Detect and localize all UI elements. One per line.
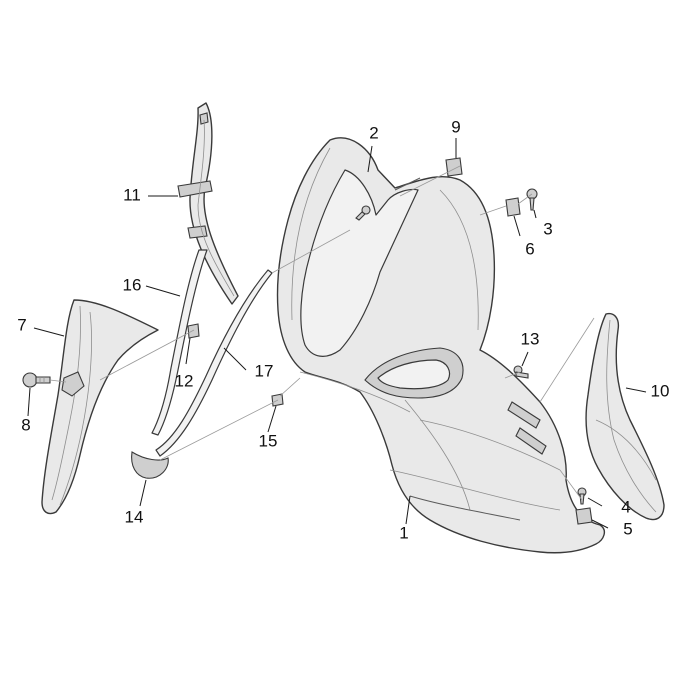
callout-5: 5	[623, 519, 632, 538]
part-16-thin-strip	[151, 249, 208, 436]
callout-2: 2	[369, 123, 378, 142]
part-8-screw	[22, 372, 51, 388]
part-9-clip	[445, 157, 463, 177]
callout-10: 10	[651, 381, 670, 400]
callout-6: 6	[525, 239, 534, 258]
callout-3: 3	[543, 219, 552, 238]
part-17-long-trim	[155, 269, 273, 457]
part-1-front-shield	[276, 137, 606, 554]
callout-11: 11	[123, 185, 141, 204]
part-7-left-panel	[41, 299, 159, 515]
callout-7: 7	[17, 315, 26, 334]
leader-lines	[27, 138, 647, 529]
part-11-trim-strip	[177, 102, 239, 305]
callout-14: 14	[125, 507, 144, 526]
part-6-nut	[505, 197, 521, 217]
callout-labels: 1 2 3 4 5 6 7 8 9 10 11 12 13 14 15 16 1…	[17, 117, 669, 542]
callout-15: 15	[259, 431, 278, 450]
part-12-clip	[187, 323, 200, 339]
callout-12: 12	[175, 371, 194, 390]
assembly-guides	[49, 165, 595, 501]
callout-16: 16	[123, 275, 142, 294]
part-3-bolt	[526, 188, 538, 211]
part-2-screw	[355, 205, 371, 221]
callout-9: 9	[451, 117, 460, 136]
part-4-screw	[577, 487, 587, 505]
callout-4: 4	[621, 497, 630, 516]
callout-17: 17	[255, 361, 274, 380]
part-14-bumper-piece	[131, 451, 169, 479]
callout-1: 1	[399, 523, 408, 542]
callout-13: 13	[521, 329, 540, 348]
part-10-right-panel	[585, 312, 665, 521]
part-13-screw	[513, 365, 529, 379]
callout-8: 8	[21, 415, 30, 434]
part-5-nut	[575, 507, 593, 525]
